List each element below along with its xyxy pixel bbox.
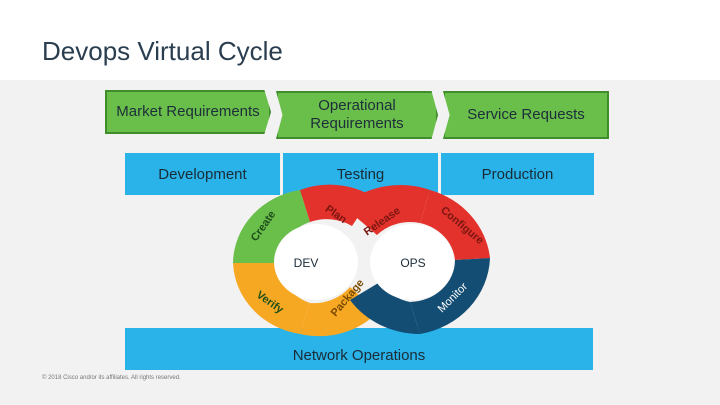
copyright-footer: © 2018 Cisco and/or its affiliates. All … bbox=[42, 375, 181, 381]
operational-requirements-label: Operational Requirements bbox=[310, 97, 404, 132]
production-label: Production bbox=[481, 165, 554, 183]
dev-label: DEV bbox=[294, 256, 319, 270]
development-label: Development bbox=[158, 165, 247, 183]
create-segment bbox=[233, 190, 310, 263]
ops-label: OPS bbox=[400, 256, 425, 270]
dev-hole bbox=[274, 224, 358, 300]
configure-segment bbox=[420, 190, 490, 260]
testing-label: Testing bbox=[336, 165, 385, 183]
page-title: Devops Virtual Cycle bbox=[42, 36, 283, 66]
release-segment bbox=[343, 184, 430, 235]
ops-hole bbox=[370, 224, 454, 300]
service-requests-box: Service Requests bbox=[443, 91, 609, 139]
service-requests-label: Service Requests bbox=[467, 106, 585, 123]
production-env: Production bbox=[441, 153, 594, 195]
crossover-segment bbox=[350, 282, 420, 335]
market-requirements-label: Market Requirements bbox=[116, 103, 260, 120]
plan-segment bbox=[300, 184, 372, 226]
market-requirements-box: Market Requirements bbox=[105, 90, 271, 134]
network-operations-bar: Network Operations bbox=[125, 328, 593, 370]
development-env: Development bbox=[125, 153, 280, 195]
monitor-segment bbox=[410, 258, 490, 334]
operational-requirements-box: Operational Requirements bbox=[276, 91, 438, 139]
network-operations-label: Network Operations bbox=[292, 347, 426, 364]
verify-segment bbox=[233, 263, 310, 334]
